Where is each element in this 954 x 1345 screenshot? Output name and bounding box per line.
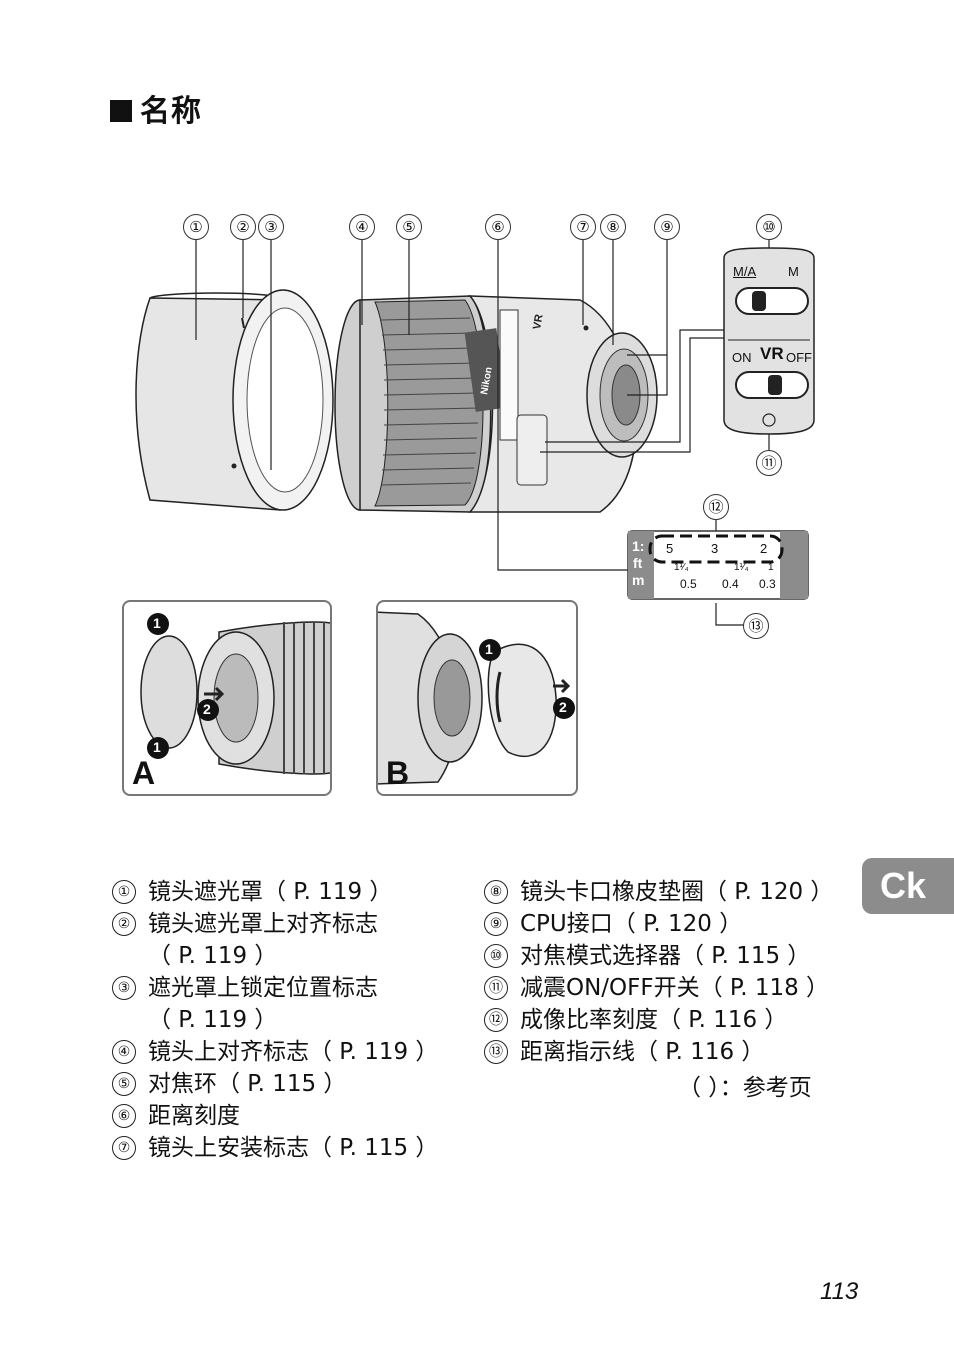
vr-label: VR (760, 344, 784, 363)
item-number: ⑪ (484, 976, 508, 1000)
list-item: ⑨ CPU接口（ P. 120 ） (484, 908, 833, 940)
inset-a-letter: A (132, 755, 156, 791)
item-text: 遮光罩上锁定位置标志 (148, 975, 378, 1001)
switch-panel-drawing (723, 247, 815, 435)
language-tab: Ck (862, 858, 954, 914)
callout-1: ① (183, 214, 209, 240)
heading-text: 名称 (140, 94, 202, 129)
section-heading: 名称 (110, 86, 202, 130)
ft-value: 1¹⁄₄ (674, 562, 689, 573)
item-text: CPU接口（ P. 120 ） (520, 911, 743, 937)
item-number: ② (112, 912, 136, 936)
list-item: ⑤ 对焦环（ P. 115 ） (112, 1068, 438, 1100)
item-number: ⑩ (484, 944, 508, 968)
item-text: 减震ON/OFF开关（ P. 118 ） (520, 975, 830, 1001)
list-item: ③ 遮光罩上锁定位置标志 (112, 972, 438, 1004)
list-item: ② 镜头遮光罩上对齐标志 (112, 908, 438, 940)
callout-10: ⑩ (756, 214, 782, 240)
step-1: 1 (485, 641, 493, 657)
list-item: ⑬ 距离指示线（ P. 116 ） (484, 1036, 833, 1068)
ratio-value: 3 (711, 541, 719, 556)
item-number: ⑫ (484, 1008, 508, 1032)
item-continuation: （ P. 119 ） (148, 943, 278, 969)
vr-off-label: OFF (786, 350, 812, 365)
lens-hood-drawing (135, 289, 334, 511)
item-text: 镜头上安装标志（ P. 115 ） (148, 1135, 439, 1161)
item-text: 距离刻度 (148, 1103, 240, 1129)
step-2: 2 (203, 701, 211, 717)
callout-5: ⑤ (396, 214, 422, 240)
lens-body-drawing: Nikon VR (334, 295, 658, 513)
callout-8: ⑧ (600, 214, 626, 240)
list-item: ① 镜头遮光罩（ P. 119 ） (112, 876, 438, 908)
ft-value: 1 (768, 562, 774, 573)
item-number: ⑦ (112, 1136, 136, 1160)
callout-13: ⑬ (743, 613, 769, 639)
list-item: ⑪ 减震ON/OFF开关（ P. 118 ） (484, 972, 833, 1004)
callout-9: ⑨ (654, 214, 680, 240)
callout-6: ⑥ (485, 214, 511, 240)
vr-on-label: ON (732, 350, 752, 365)
lens-vr-mark: VR (531, 313, 545, 330)
leader-lines (195, 240, 770, 626)
item-text: 镜头遮光罩（ P. 119 ） (148, 879, 393, 905)
inset-a-front-cap: 1 2 1 A (122, 600, 332, 796)
item-number: ⑬ (484, 1040, 508, 1064)
m-value: 0.5 (680, 577, 697, 591)
item-number: ⑨ (484, 912, 508, 936)
item-text: 距离指示线（ P. 116 ） (520, 1039, 765, 1065)
ft-value: 1¹⁄₄ (734, 562, 749, 573)
callout-12: ⑫ (703, 494, 729, 520)
brand-label: Nikon (479, 366, 495, 395)
rear-cap-illustration (378, 611, 575, 785)
m-value: 0.4 (722, 577, 739, 591)
step-1-bottom: 1 (153, 739, 161, 755)
m-label: m (632, 572, 645, 588)
lens-illustration: Nikon VR (135, 240, 815, 626)
lens-figure: Nikon VR (135, 214, 815, 639)
ft-label: ft (633, 555, 643, 571)
list-item: ⑩ 对焦模式选择器（ P. 115 ） (484, 940, 833, 972)
item-text: 镜头遮光罩上对齐标志 (148, 911, 378, 937)
ratio-value: 5 (666, 541, 674, 556)
item-text: 对焦模式选择器（ P. 115 ） (520, 943, 811, 969)
list-item: ④ 镜头上对齐标志（ P. 119 ） (112, 1036, 438, 1068)
item-text: 成像比率刻度（ P. 116 ） (520, 1007, 788, 1033)
focus-m-label: M (788, 264, 799, 279)
list-item: ⑥ 距离刻度 (112, 1100, 438, 1132)
reference-note: （ ）：参考页 (678, 1075, 812, 1101)
list-item: ⑦ 镜头上安装标志（ P. 115 ） (112, 1132, 438, 1164)
item-text: 对焦环（ P. 115 ） (148, 1071, 347, 1097)
callout-3: ③ (258, 214, 284, 240)
inset-b-letter: B (386, 755, 410, 791)
item-number: ⑧ (484, 880, 508, 904)
item-number: ① (112, 880, 136, 904)
page-number: 113 (820, 1278, 859, 1305)
distance-scale-panel (627, 530, 809, 600)
item-text: 镜头卡口橡皮垫圈（ P. 120 ） (520, 879, 834, 905)
focus-ma-label: M/A (733, 264, 757, 279)
step-1-top: 1 (153, 615, 161, 631)
item-number: ⑤ (112, 1072, 136, 1096)
list-item: ⑫ 成像比率刻度（ P. 116 ） (484, 1004, 833, 1036)
inset-b-rear-cap: 1 2 B (376, 600, 578, 796)
callout-4: ④ (349, 214, 375, 240)
callout-11: ⑪ (756, 450, 782, 476)
item-text: 镜头上对齐标志（ P. 119 ） (148, 1039, 439, 1065)
ratio-value: 2 (760, 541, 768, 556)
item-continuation: （ P. 119 ） (148, 1007, 278, 1033)
item-number: ⑥ (112, 1104, 136, 1128)
item-number: ④ (112, 1040, 136, 1064)
square-bullet-icon (110, 100, 132, 122)
step-2: 2 (559, 699, 567, 715)
list-item: ⑧ 镜头卡口橡皮垫圈（ P. 120 ） (484, 876, 833, 908)
item-number: ③ (112, 976, 136, 1000)
m-value: 0.3 (759, 577, 776, 591)
callout-7: ⑦ (570, 214, 596, 240)
front-cap-illustration (140, 613, 330, 775)
callout-2: ② (230, 214, 256, 240)
parts-list-right: ⑧ 镜头卡口橡皮垫圈（ P. 120 ） ⑨ CPU接口（ P. 120 ） ⑩ 对焦… (484, 876, 833, 1068)
ratio-label: 1: (632, 538, 645, 554)
